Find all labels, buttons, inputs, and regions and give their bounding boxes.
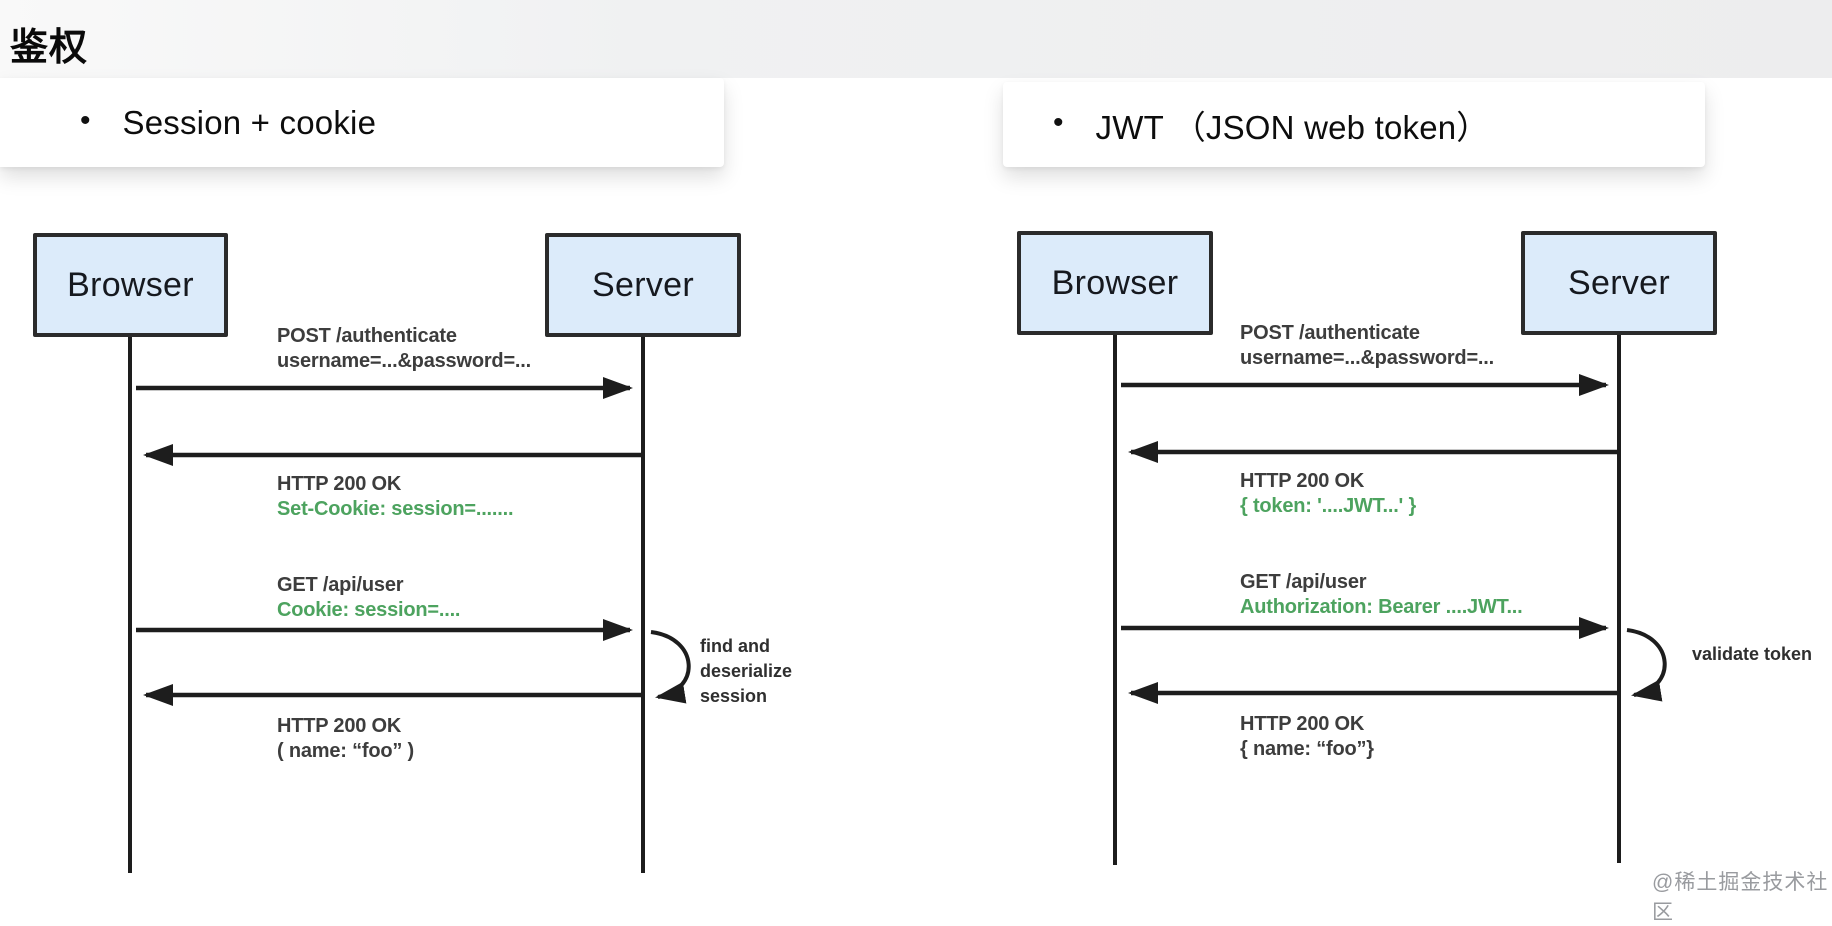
- bullet-icon: •: [1053, 105, 1064, 139]
- message-line-green: { token: '....JWT...' }: [1240, 495, 1417, 517]
- right-msg-200-token: HTTP 200 OK { token: '....JWT...' }: [1240, 469, 1416, 519]
- message-line-green: Cookie: session=....: [277, 599, 461, 621]
- message-line: POST /authenticate: [1240, 322, 1420, 344]
- left-self-loop-arrow: [650, 630, 691, 704]
- left-browser-box: Browser: [33, 233, 228, 337]
- left-loop-note: find and deserialize session: [700, 634, 792, 709]
- message-line: HTTP 200 OK: [277, 715, 402, 737]
- message-line: GET /api/user: [1240, 571, 1367, 593]
- bullet-icon: •: [80, 103, 91, 137]
- message-line: HTTP 200 OK: [277, 473, 402, 495]
- right-browser-label: Browser: [1051, 263, 1179, 302]
- right-msg-get: GET /api/user Authorization: Bearer ....…: [1240, 570, 1523, 620]
- right-server-label: Server: [1568, 263, 1670, 302]
- loop-note-line: validate token: [1692, 644, 1813, 664]
- message-line-green: Authorization: Bearer ....JWT...: [1240, 596, 1523, 618]
- left-msg-200-foo: HTTP 200 OK ( name: “foo” ): [277, 714, 414, 764]
- right-server-box: Server: [1521, 231, 1717, 335]
- heading-session-cookie: • Session + cookie: [0, 78, 724, 167]
- message-line: ( name: “foo” ): [277, 740, 414, 762]
- watermark: @稀土掘金技术社区: [1652, 871, 1829, 924]
- left-server-label: Server: [592, 265, 694, 304]
- left-server-box: Server: [545, 233, 741, 337]
- message-line: username=...&password=...: [277, 350, 531, 372]
- top-band: [0, 0, 1832, 78]
- heading-jwt: • JWT （JSON web token）: [1003, 82, 1705, 167]
- heading-session-cookie-label: Session + cookie: [122, 103, 377, 141]
- message-line: username=...&password=...: [1240, 347, 1494, 369]
- loop-note-line: deserialize: [700, 661, 793, 681]
- left-browser-label: Browser: [67, 265, 194, 304]
- message-line-green: Set-Cookie: session=.......: [277, 498, 514, 520]
- right-browser-box: Browser: [1017, 231, 1213, 335]
- message-line: POST /authenticate: [277, 325, 457, 347]
- right-loop-note: validate token: [1692, 642, 1812, 667]
- heading-jwt-label: JWT （JSON web token）: [1095, 108, 1490, 146]
- message-line: HTTP 200 OK: [1240, 713, 1365, 735]
- left-msg-get: GET /api/user Cookie: session=....: [277, 573, 460, 623]
- message-line: { name: “foo”}: [1240, 738, 1374, 760]
- right-msg-post: POST /authenticate username=...&password…: [1240, 321, 1494, 371]
- left-msg-post: POST /authenticate username=...&password…: [277, 324, 531, 374]
- page-title: 鉴权: [10, 27, 89, 69]
- right-msg-200-foo: HTTP 200 OK { name: “foo”}: [1240, 712, 1374, 762]
- right-self-loop-arrow: [1626, 628, 1667, 702]
- loop-note-line: find and: [700, 636, 770, 656]
- message-line: GET /api/user: [277, 574, 404, 596]
- loop-note-line: session: [700, 686, 768, 706]
- message-line: HTTP 200 OK: [1240, 470, 1365, 492]
- left-msg-200-setcookie: HTTP 200 OK Set-Cookie: session=.......: [277, 472, 514, 522]
